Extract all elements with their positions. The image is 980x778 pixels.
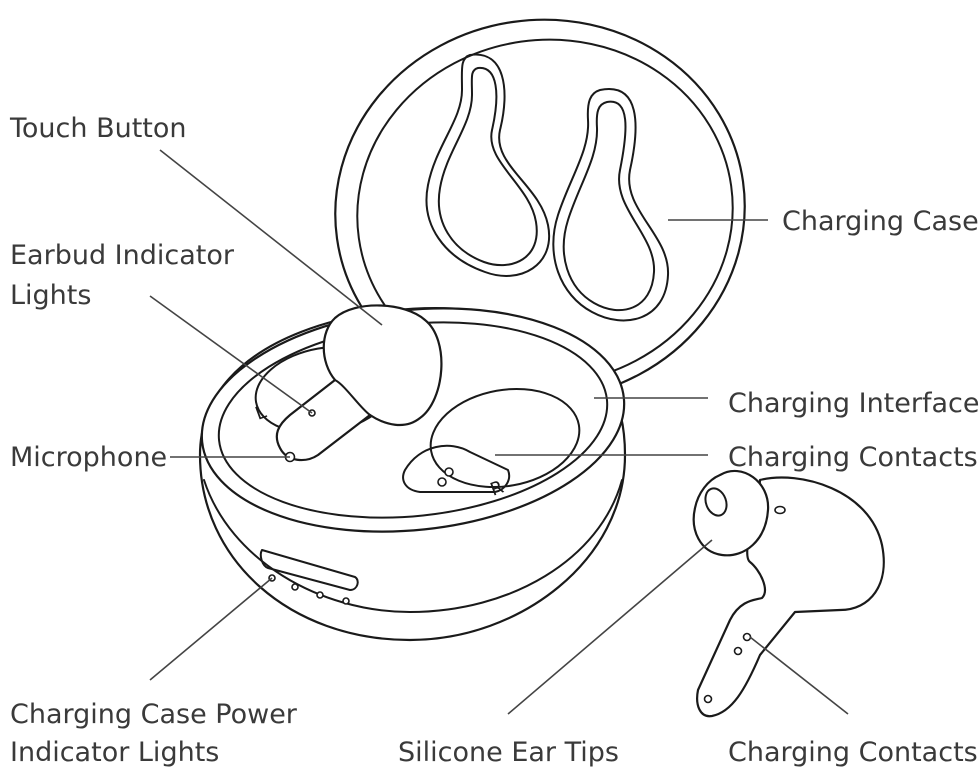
label-charging-contacts-top: Charging Contacts: [728, 442, 978, 473]
case-led-2: [291, 583, 299, 591]
case-lid: [334, 18, 746, 402]
label-case-power-line2: Indicator Lights: [10, 737, 219, 768]
label-charging-case: Charging Case: [782, 206, 979, 237]
label-charging-contacts-bottom: Charging Contacts: [728, 737, 978, 768]
case-led-3: [316, 591, 324, 599]
label-case-power-line1: Charging Case Power: [10, 699, 298, 730]
earbud-contact-2: [733, 646, 743, 656]
label-charging-interface: Charging Interface: [728, 388, 980, 419]
label-earbud-indicator-line1: Earbud Indicator: [10, 240, 235, 271]
label-touch-button: Touch Button: [9, 113, 187, 144]
leader-lines: [149, 149, 849, 715]
loose-earbud: [692, 469, 885, 718]
case-led-4: [342, 597, 350, 605]
label-microphone: Microphone: [10, 442, 167, 473]
labels: Touch Button Earbud Indicator Lights Mic…: [9, 113, 980, 768]
label-earbud-indicator-line2: Lights: [10, 280, 91, 311]
earbud-mic-hole: [703, 694, 713, 704]
label-silicone-ear-tips: Silicone Ear Tips: [398, 737, 619, 768]
earbud-contact-1: [742, 632, 752, 642]
